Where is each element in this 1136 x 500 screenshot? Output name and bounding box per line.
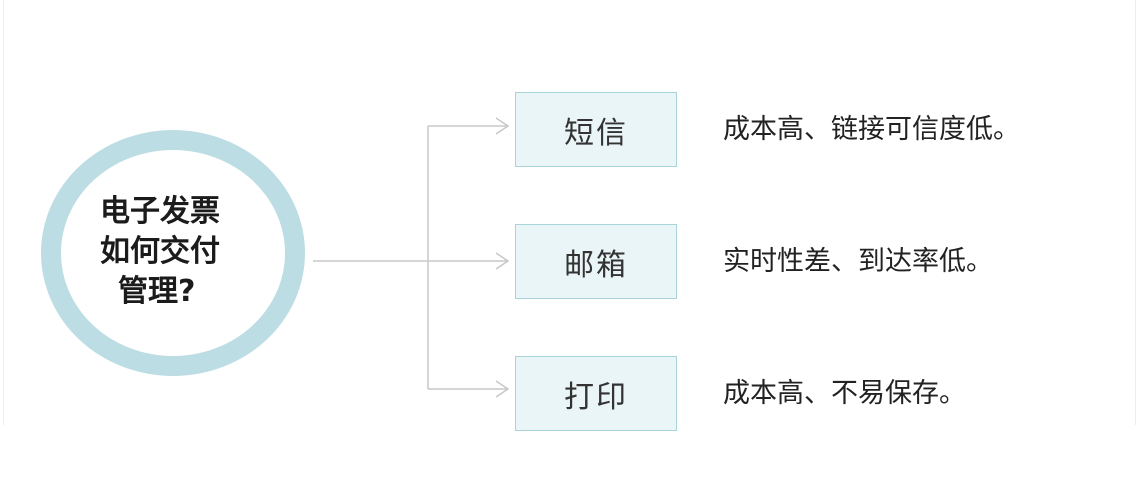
arrowhead-top [495, 117, 510, 135]
option-label-sms: 短信 [564, 115, 628, 151]
option-description-sms: 成本高、链接可信度低。 [723, 114, 1020, 145]
option-box-email: 邮箱 [515, 224, 677, 299]
option-description-email: 实时性差、到达率低。 [723, 246, 993, 277]
option-description-print: 成本高、不易保存。 [723, 378, 966, 409]
central-question-line-2: 如何交付 [100, 234, 220, 269]
option-box-sms: 短信 [515, 92, 677, 167]
central-question-line-3: 管理? [118, 274, 196, 309]
arrowhead-middle [495, 252, 510, 270]
central-question-line-1: 电子发票 [100, 194, 220, 229]
option-label-print: 打印 [564, 379, 628, 415]
option-label-email: 邮箱 [564, 247, 628, 283]
arrowhead-bottom [495, 380, 510, 398]
option-box-print: 打印 [515, 356, 677, 431]
central-question: 电子发票 如何交付 管理? [100, 192, 260, 312]
